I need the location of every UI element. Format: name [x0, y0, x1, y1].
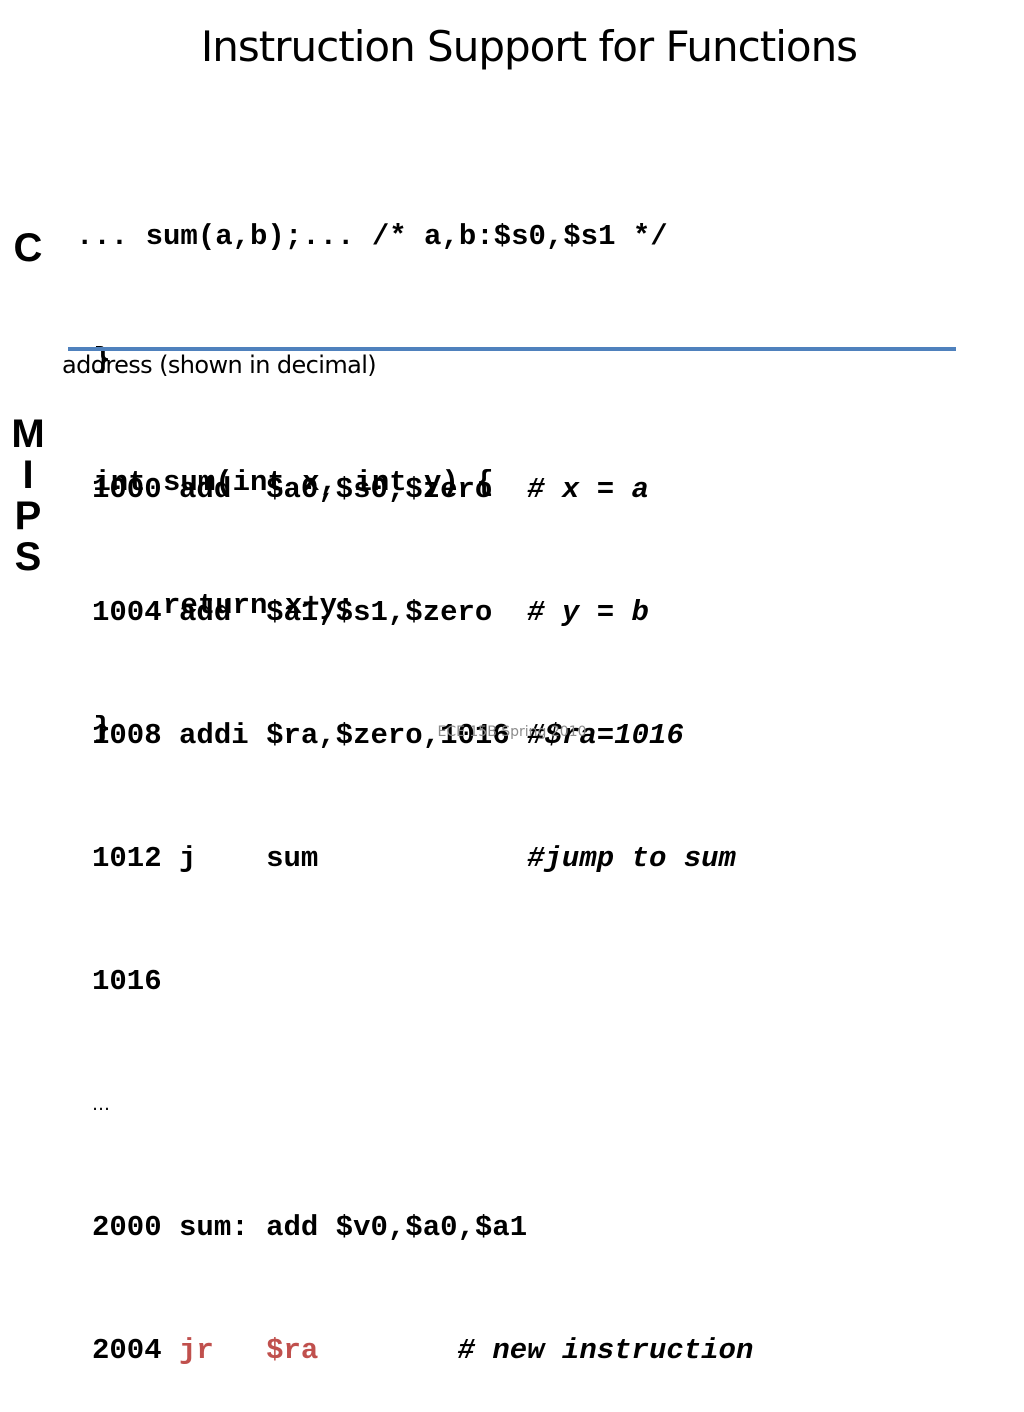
- mips-instruction: j: [179, 842, 249, 875]
- mips-instruction: add: [179, 596, 249, 629]
- mips-code-line: 1016: [92, 961, 753, 1002]
- mips-label: M I P S: [8, 414, 48, 578]
- mips-instruction: addi: [179, 719, 249, 752]
- mips-letter: M: [11, 412, 45, 456]
- section-divider: [68, 347, 956, 351]
- address-note: address (shown in decimal): [62, 351, 377, 379]
- mips-code-line: 1008 addi $ra,$zero,1016 #$ra=1016: [92, 715, 753, 756]
- c-code-line: return x+y;: [76, 589, 355, 622]
- mips-operands: add $v0,$a0,$a1: [266, 1211, 528, 1244]
- mips-comment: # x = a: [527, 473, 649, 506]
- c-code-line: ... sum(a,b);... /* a,b:$s0,$s1 */: [76, 220, 668, 253]
- mips-address: 2004: [92, 1334, 162, 1367]
- c-code-line: }: [76, 343, 111, 376]
- mips-comment: #jump to sum: [527, 842, 736, 875]
- mips-comment: # new instruction: [457, 1334, 754, 1367]
- mips-operands: $a1,$s1,$zero: [266, 596, 493, 629]
- slide-title: Instruction Support for Functions: [200, 22, 858, 71]
- mips-operands: $ra,$zero,1016: [266, 719, 510, 752]
- c-code-line: int sum(int x, int y) {: [76, 466, 494, 499]
- mips-instruction-highlight: jr: [179, 1334, 249, 1367]
- mips-address: 1004: [92, 596, 162, 629]
- mips-code-block: 1000 add $a0,$s0,$zero # x = a 1004 add …: [92, 387, 753, 1412]
- mips-ellipsis: …: [92, 1094, 110, 1115]
- mips-comment: # y = b: [527, 596, 649, 629]
- c-code-block: ... sum(a,b);... /* a,b:$s0,$s1 */ } int…: [76, 134, 668, 790]
- mips-address: 1012: [92, 842, 162, 875]
- mips-code-line: 1012 j sum #jump to sum: [92, 838, 753, 879]
- mips-code-line: 1000 add $a0,$s0,$zero # x = a: [92, 469, 753, 510]
- mips-address: 1008: [92, 719, 162, 752]
- mips-code-line: 2004 jr $ra # new instruction: [92, 1330, 753, 1371]
- mips-operands: sum: [266, 842, 319, 875]
- mips-code-line: 1004 add $a1,$s1,$zero # y = b: [92, 592, 753, 633]
- c-code-line: }: [76, 712, 111, 745]
- mips-letter: S: [14, 535, 42, 579]
- c-label: C: [13, 226, 43, 270]
- mips-operands: $a0,$s0,$zero: [266, 473, 493, 506]
- mips-address: 1016: [92, 965, 162, 998]
- mips-letter: I: [22, 453, 34, 497]
- mips-label: sum:: [179, 1211, 249, 1244]
- mips-code-line: 2000 sum: add $v0,$a0,$a1: [92, 1207, 753, 1248]
- mips-address: 1000: [92, 473, 162, 506]
- mips-address: 2000: [92, 1211, 162, 1244]
- mips-operands-highlight: $ra: [266, 1334, 319, 1367]
- slide-footer: ECE 15B Spring 2010: [437, 724, 587, 740]
- mips-instruction: add: [179, 473, 249, 506]
- mips-letter: P: [14, 494, 42, 538]
- mips-comment: #$ra=1016: [527, 719, 684, 752]
